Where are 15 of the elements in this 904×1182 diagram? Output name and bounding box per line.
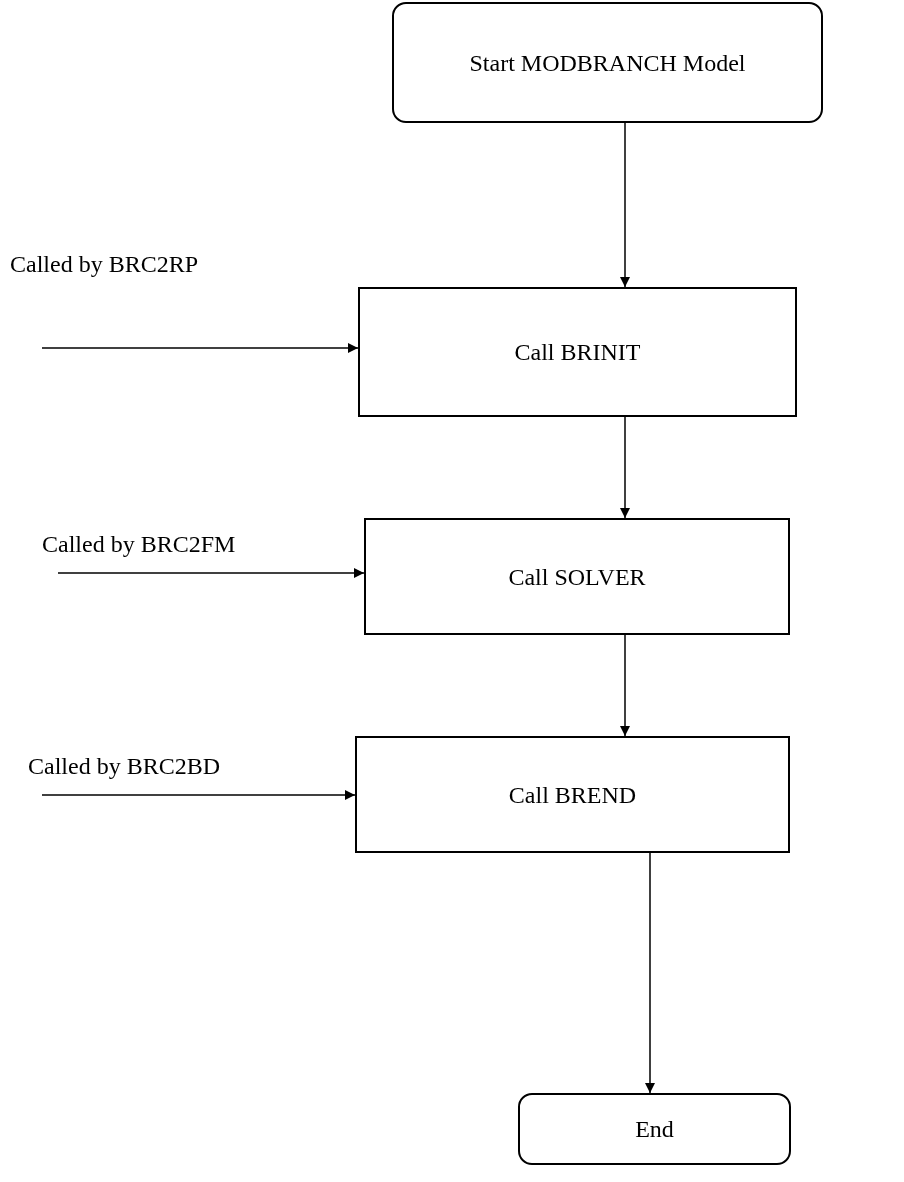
edge-label: Called by BRC2FM bbox=[42, 532, 236, 556]
process-box: Call SOLVER bbox=[364, 518, 790, 635]
arrow bbox=[645, 852, 655, 1094]
arrow bbox=[620, 416, 630, 519]
arrow bbox=[620, 634, 630, 737]
arrow bbox=[57, 568, 365, 578]
arrow bbox=[620, 122, 630, 288]
process-box: Call BRINIT bbox=[358, 287, 797, 417]
process-box: Call BREND bbox=[355, 736, 790, 853]
arrow bbox=[41, 343, 359, 353]
edge-label: Called by BRC2BD bbox=[28, 754, 220, 778]
terminal-box: End bbox=[518, 1093, 791, 1165]
edge-label: Called by BRC2RP bbox=[10, 252, 199, 276]
arrow bbox=[41, 790, 356, 800]
terminal-box: Start MODBRANCH Model bbox=[392, 2, 823, 123]
